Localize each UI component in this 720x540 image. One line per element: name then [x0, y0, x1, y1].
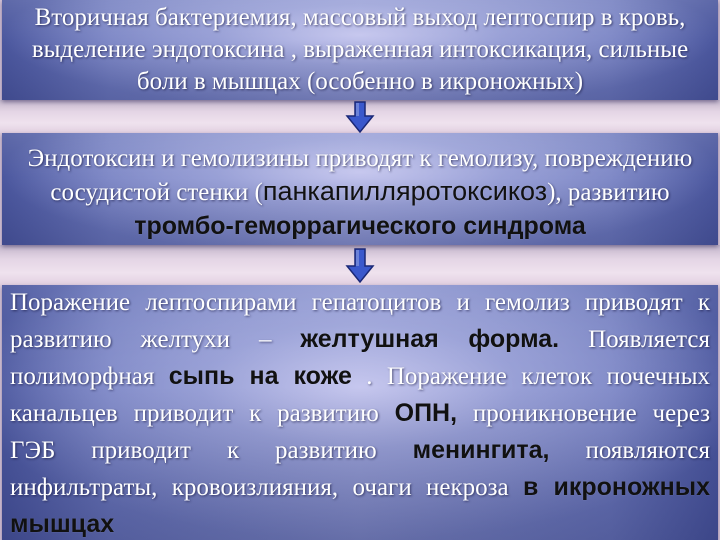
- step-3-line-5-text-after: появляются: [585, 437, 710, 464]
- step-3-line-1: Поражение лептоспирами гепатоцитов и гем…: [10, 289, 710, 316]
- step-box-2: Эндотоксин и гемолизины приводят к гемол…: [2, 133, 718, 245]
- step-3-line-4: канальцев приводит к развитию ОПН, прони…: [10, 395, 710, 432]
- step-3-line-3-text-before: полиморфная: [10, 363, 155, 390]
- highlight-term-meningitis: менингита,: [412, 436, 550, 464]
- step-3-line-7: мышцах: [10, 506, 710, 540]
- step-3-line-6-text-before: инфильтраты, кровоизлияния, очаги некроз…: [10, 474, 509, 501]
- highlight-term-icteric-form: желтушная форма.: [300, 325, 560, 353]
- arrow-down-icon: [345, 248, 375, 283]
- highlight-term-pancapillarotoxicosis: панкапилляротоксикоз: [262, 176, 548, 206]
- step-2-line-2-text-after: ), развитию: [547, 179, 670, 206]
- step-3-line-6: инфильтраты, кровоизлияния, очаги некроз…: [10, 469, 710, 506]
- step-3-line-3-text-after: . Поражение клеток почечных: [366, 363, 711, 390]
- step-3-line-3: полиморфная сыпь на коже . Поражение кле…: [10, 358, 710, 395]
- step-box-3: Поражение лептоспирами гепатоцитов и гем…: [2, 285, 718, 540]
- highlight-term-calf-muscles: в икроножных: [523, 473, 711, 501]
- step-2-line-2: сосудистой стенки (панкапилляротоксикоз)…: [2, 175, 718, 209]
- highlight-term-muscles: мышцах: [10, 510, 115, 538]
- step-1-line-3: боли в мышцах (особенно в икроножных): [136, 68, 584, 95]
- step-3-line-2-text-before: развитию желтухи –: [10, 326, 272, 353]
- step-3-line-2-text-after: Появляется: [588, 326, 711, 353]
- step-3-line-2: развитию желтухи – желтушная форма. Появ…: [10, 321, 710, 358]
- step-2-line-3: тромбо-геморрагического синдрома: [2, 209, 718, 244]
- step-1-line-1: Вторичная бактериемия, массовый выход ле…: [34, 4, 686, 31]
- step-box-1: Вторичная бактериемия, массовый выход ле…: [2, 0, 718, 100]
- highlight-term-skin-rash: сыпь на коже: [168, 362, 352, 390]
- highlight-term-thrombohemorrhagic-syndrome: тромбо-геморрагического синдрома: [134, 212, 586, 240]
- step-3-line-5-text-before: ГЭБ приводит к развитию: [10, 437, 377, 464]
- arrow-down-icon: [345, 101, 375, 133]
- step-2-line-2-text-before: сосудистой стенки (: [50, 179, 263, 206]
- highlight-term-acute-renal-failure: ОПН,: [394, 399, 458, 427]
- step-2-line-1: Эндотоксин и гемолизины приводят к гемол…: [27, 145, 693, 172]
- step-3-line-4-text-before: канальцев приводит к развитию: [10, 400, 379, 427]
- step-3-line-4-text-after: проникновение через: [472, 400, 710, 427]
- step-3-line-5: ГЭБ приводит к развитию менингита, появл…: [10, 432, 710, 469]
- step-1-line-2: выделение эндотоксина , выраженная инток…: [31, 36, 689, 63]
